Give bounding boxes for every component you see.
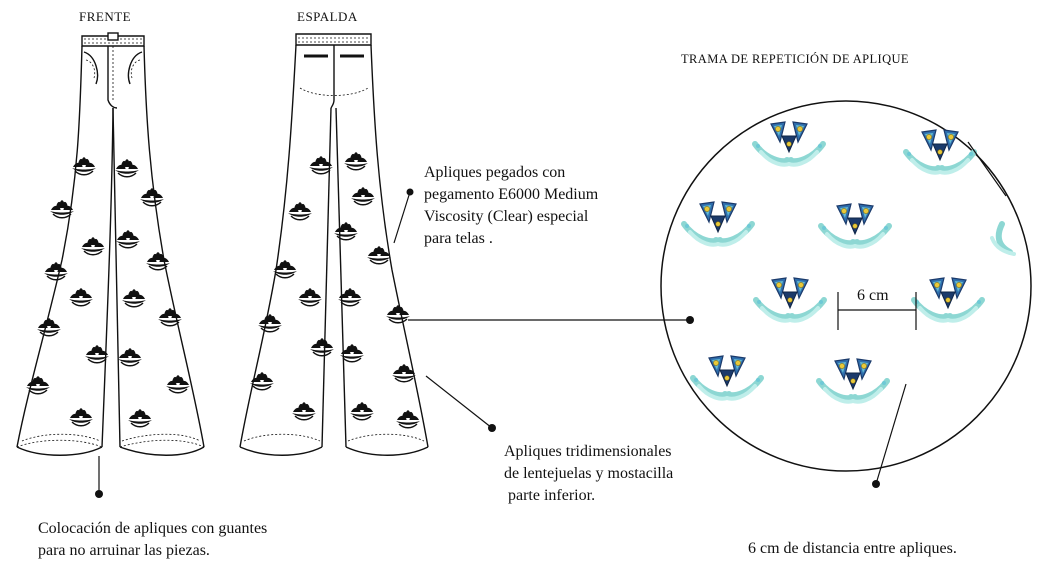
spacing-label: 6 cm [857,287,889,304]
flower-applique-icon [115,229,141,249]
flower-applique-icon [366,245,392,265]
front-view-title: FRENTE [79,9,132,24]
spacing-dimension [837,292,917,330]
flower-applique-icon [249,371,275,391]
flower-applique-icon [309,337,335,357]
glue-note: Apliques pegados con pegamento E6000 Med… [424,164,599,247]
flower-applique-icon [49,199,75,219]
flower-applique-icon [145,251,171,271]
flower-applique-icon [68,407,94,427]
flower-applique-icon [395,409,421,429]
sequin-bead-motif-icon [906,130,974,173]
flower-applique-icon [139,187,165,207]
sequin-bead-motif-icon [819,359,887,402]
back-pants-drawing [239,33,429,456]
sequin-bead-motif-icon [756,278,824,321]
flower-applique-icon [165,374,191,394]
gloves-note: Colocación de apliques con guantes para … [38,520,268,559]
flower-applique-icon [349,401,375,421]
flower-applique-icon [121,288,147,308]
sequin-bead-motif-icon [914,278,982,321]
flower-applique-icon [68,287,94,307]
flower-applique-icon [291,401,317,421]
sequin-bead-motif-icon [693,356,761,399]
sequin-bead-motif-icon [755,122,823,165]
flower-applique-icon [297,287,323,307]
flower-applique-icon [25,375,51,395]
distance-note: 6 cm de distancia entre apliques. [748,540,957,557]
flower-applique-icon [350,186,376,206]
flower-applique-icon [127,408,153,428]
pattern-motifs [684,122,982,402]
flower-applique-icon [114,158,140,178]
partial-motif [990,221,1016,256]
back-view-title: ESPALDA [297,9,358,24]
flower-applique-icon [333,221,359,241]
sequin-bead-motif-icon [684,202,752,245]
flower-applique-icon [257,313,283,333]
back-appliques [249,151,421,429]
sequin-bead-motif-icon [821,204,889,247]
flower-applique-icon [36,317,62,337]
pattern-circle [660,100,1032,472]
pattern-title: TRAMA DE REPETICIÓN DE APLIQUE [681,52,909,66]
flower-applique-icon [385,304,411,324]
flower-applique-icon [117,347,143,367]
flower-applique-icon [157,307,183,327]
leader-lines [95,141,1007,498]
flower-applique-icon [343,151,369,171]
appliques-note: Apliques tridimensionales de lentejuelas… [504,443,674,504]
flower-applique-icon [287,201,313,221]
flower-applique-icon [43,261,69,281]
flower-applique-icon [80,236,106,256]
flower-applique-icon [71,156,97,176]
